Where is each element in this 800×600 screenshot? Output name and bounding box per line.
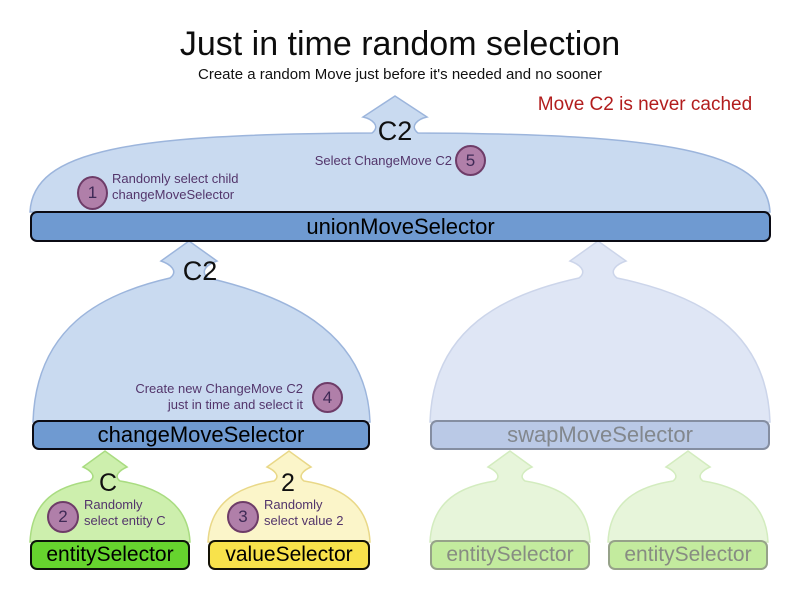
step-3-text: Randomly select value 2 [264, 497, 344, 529]
step-1-badge: 1 [77, 176, 108, 210]
page-subtitle: Create a random Move just before it's ne… [198, 66, 602, 83]
page-title: Just in time random selection [179, 25, 621, 63]
never-cached-note: Move C2 is never cached [537, 94, 753, 115]
change-dome-arrow-shape [32, 240, 371, 423]
swap-dome-arrow-shape [429, 240, 771, 423]
step-5-badge: 5 [455, 145, 486, 176]
step-3-line-2: select value 2 [264, 513, 344, 528]
entity-selected-label: C [98, 469, 118, 497]
step-4-text: Create new ChangeMove C2 just in time an… [100, 381, 303, 413]
value-selected-label: 2 [281, 469, 295, 497]
change-cached-move-label: C2 [182, 256, 218, 286]
step-4-badge: 4 [312, 382, 343, 413]
step-5-line-1: Select ChangeMove C2 [314, 153, 452, 168]
entity-selector-bar: entitySelector [30, 540, 190, 570]
swap-move-selector-bar: swapMoveSelector [430, 420, 770, 450]
faded-entity-dome-arrow-shape-2 [607, 450, 769, 543]
faded-entity-selector-bar-2: entitySelector [608, 540, 768, 570]
union-move-selector-bar: unionMoveSelector [30, 211, 771, 242]
step-2-line-1: Randomly [84, 497, 143, 512]
step-1-line-1: Randomly select child [112, 171, 239, 186]
step-3-badge: 3 [227, 501, 259, 533]
step-4-line-2: just in time and select it [167, 397, 303, 412]
step-4-line-1: Create new ChangeMove C2 [135, 381, 303, 396]
step-3-line-1: Randomly [264, 497, 323, 512]
step-2-text: Randomly select entity C [84, 497, 166, 529]
union-dome-arrow-shape [29, 95, 771, 213]
value-selector-bar: valueSelector [208, 540, 370, 570]
faded-entity-selector-bar-1: entitySelector [430, 540, 590, 570]
step-2-line-2: select entity C [84, 513, 166, 528]
union-cached-move-label: C2 [377, 116, 413, 146]
change-move-selector-bar: changeMoveSelector [32, 420, 370, 450]
step-2-badge: 2 [47, 501, 79, 533]
step-5-text: Select ChangeMove C2 [300, 153, 452, 169]
step-1-text: Randomly select child changeMoveSelector [112, 171, 238, 203]
faded-entity-dome-arrow-shape-1 [429, 450, 591, 543]
step-1-line-2: changeMoveSelector [112, 187, 235, 202]
